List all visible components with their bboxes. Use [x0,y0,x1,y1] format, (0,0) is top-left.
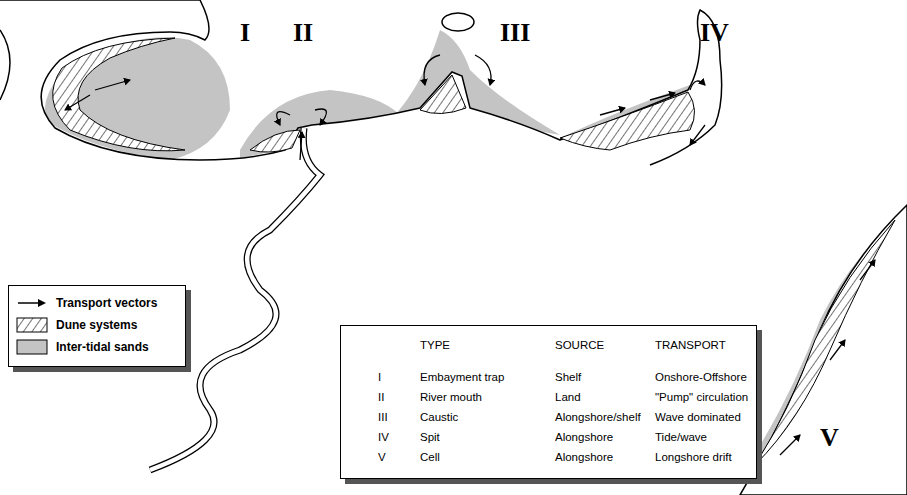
table-header: TRANSPORT [655,340,726,352]
legend-text: Inter-tidal sands [56,341,149,353]
table-row-number: II [378,392,384,404]
table-cell: Spit [420,432,440,444]
table-row-number: IV [378,432,389,444]
legend-text: Transport vectors [56,297,157,309]
region-numeral: I [240,20,250,46]
region-numeral: II [293,20,313,46]
table-cell: Alongshore [555,452,613,464]
table-cell: Tide/wave [655,432,707,444]
table-cell: Land [555,392,581,404]
table-cell: Shelf [555,372,581,384]
table-row-number: I [378,372,381,384]
dune-system [53,38,895,465]
table-cell: Onshore-Offshore [655,372,747,384]
table-cell: Embayment trap [420,372,504,384]
table-cell: River mouth [420,392,482,404]
table-cell: "Pump" circulation [655,392,748,404]
legend-swatch [16,339,48,355]
table-row-number: V [378,452,386,464]
table-header: TYPE [420,340,450,352]
table-cell: Alongshore/shelf [555,412,641,424]
region-numeral: V [820,425,839,451]
table-cell: Alongshore [555,432,613,444]
table-cell: Cell [420,452,440,464]
table-cell: Wave dominated [655,412,741,424]
table-cell: Longshore drift [655,452,732,464]
legend-arrow-sample [16,295,48,311]
table-header: SOURCE [555,340,604,352]
region-numeral: IV [700,20,729,46]
table-cell: Caustic [420,412,458,424]
legend-hatch-sample [16,317,48,333]
table-row-number: III [378,412,388,424]
legend-text: Dune systems [56,319,137,331]
region-numeral: III [500,20,530,46]
